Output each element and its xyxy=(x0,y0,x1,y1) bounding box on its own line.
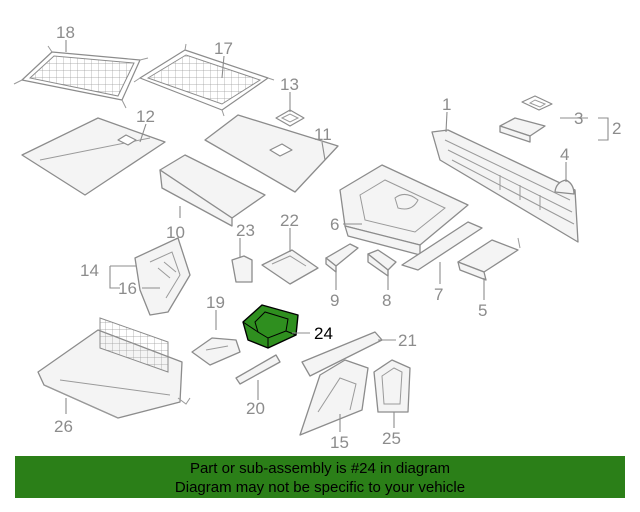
callout-9: 9 xyxy=(330,291,339,310)
part-10-panel xyxy=(159,154,266,227)
part-11-floor-panel xyxy=(204,114,339,193)
callout-2: 2 xyxy=(612,119,621,138)
part-23-block xyxy=(231,255,253,283)
part-13-clip xyxy=(275,109,305,127)
part-7-rail xyxy=(401,221,483,271)
callout-26: 26 xyxy=(54,417,73,436)
part-26-cargo-cover xyxy=(37,317,191,419)
callout-19: 19 xyxy=(206,293,225,312)
part-8-cover xyxy=(367,249,397,277)
part-12-floor-panel xyxy=(21,117,166,196)
part-17-cargo-net xyxy=(133,43,275,117)
callout-18: 18 xyxy=(56,23,75,42)
part-25-panel xyxy=(373,359,411,413)
part-15-side-panel xyxy=(299,359,369,436)
callout-22: 22 xyxy=(280,211,299,230)
part-2-bracket xyxy=(499,117,546,143)
callout-24: 24 xyxy=(314,324,333,343)
callout-5: 5 xyxy=(478,301,487,320)
callout-23: 23 xyxy=(236,221,255,240)
callout-6: 6 xyxy=(330,215,339,234)
callout-16: 16 xyxy=(118,279,137,298)
callout-1: 1 xyxy=(442,95,451,114)
footer-banner: Part or sub-assembly is #24 in diagram D… xyxy=(15,456,625,498)
footer-line-2: Diagram may not be specific to your vehi… xyxy=(174,479,466,496)
part-19-bracket xyxy=(191,337,241,366)
callout-11: 11 xyxy=(314,125,332,144)
parts-diagram: 18 17 13 12 11 1 3 2 4 6 10 23 22 9 8 7 … xyxy=(13,23,621,452)
part-18-cargo-net xyxy=(13,45,149,109)
callout-25: 25 xyxy=(382,429,401,448)
part-20-strip xyxy=(235,354,281,385)
callout-15: 15 xyxy=(330,433,349,452)
callout-13: 13 xyxy=(280,75,299,94)
callout-7: 7 xyxy=(434,285,443,304)
part-22-bracket xyxy=(261,249,319,285)
callout-8: 8 xyxy=(382,291,391,310)
callout-20: 20 xyxy=(246,399,265,418)
part-3-clip xyxy=(521,95,553,111)
callout-labels: 18 17 13 12 11 1 3 2 4 6 10 23 22 9 8 7 … xyxy=(54,23,621,452)
part-14-16-side-trim xyxy=(134,237,191,316)
footer-line-1: Part or sub-assembly is #24 in diagram xyxy=(189,460,451,477)
part-24-storage-tray xyxy=(242,304,299,349)
callout-21: 21 xyxy=(398,331,417,350)
part-5-bracket xyxy=(457,237,521,281)
callout-12: 12 xyxy=(136,107,155,126)
callout-4: 4 xyxy=(560,145,569,164)
callout-14: 14 xyxy=(80,261,99,280)
part-1-sill-trim xyxy=(431,129,579,243)
callout-17: 17 xyxy=(214,39,233,58)
callout-3: 3 xyxy=(574,109,583,128)
part-9-cover xyxy=(325,243,359,273)
callout-10: 10 xyxy=(166,223,185,242)
leader-lines xyxy=(65,40,609,432)
